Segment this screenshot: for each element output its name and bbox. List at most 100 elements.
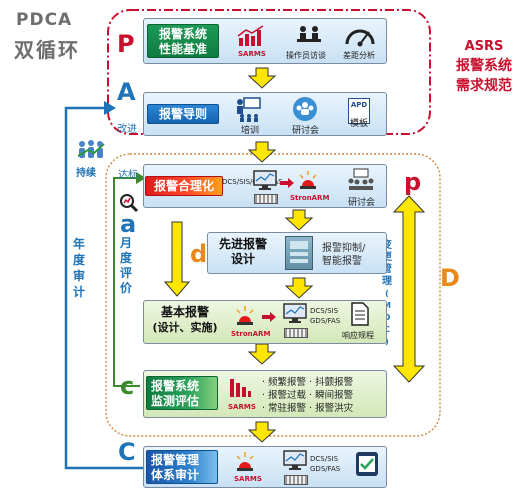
- basic-title-l2: (设计、实施): [152, 321, 218, 334]
- monitor-tool: SARMS: [228, 403, 256, 411]
- baseline-icon-label-2: 操作员访谈: [286, 51, 326, 60]
- asrs-line1: ASRS: [464, 39, 504, 54]
- box-basic: [143, 300, 387, 344]
- bar-chart-icon: [230, 379, 251, 397]
- letter-D: D: [440, 264, 460, 292]
- monthly-eval-char: 评: [119, 266, 132, 280]
- basic-title-l1: 基本报警: [160, 305, 209, 319]
- rationalize-tool: StronARM: [290, 194, 330, 202]
- basic-procedure: 响应规程: [342, 331, 374, 340]
- monitor-icon: [253, 170, 277, 190]
- meeting-icon: [348, 168, 374, 190]
- monitor-bullet: · 常驻报警 · 报警洪灾: [262, 403, 354, 414]
- rationalize-meeting-label: 研讨会: [348, 198, 376, 208]
- moc-char: 更: [382, 252, 392, 263]
- letter-c: c: [120, 372, 135, 400]
- magnifier-icon: [120, 194, 139, 213]
- advanced-right-l1: 报警抑制/: [322, 243, 366, 254]
- monitor-title: 报警系统 监测评估: [146, 376, 218, 410]
- baseline-icon-label-3: 差距分析: [343, 51, 375, 60]
- monitor-icon: [283, 450, 307, 470]
- template-icon: APD: [348, 98, 370, 124]
- rationalize-title: 报警合理化: [145, 176, 223, 196]
- letter-a: a: [120, 210, 137, 238]
- monitor-bullet: · 频繁报警 · 抖颤报警: [262, 377, 354, 388]
- guide-icon-label-2: 研讨会: [292, 126, 320, 136]
- label-sustain: 持续: [76, 168, 96, 179]
- arrow-down: [248, 141, 276, 163]
- audit-title-l1: 报警管理: [151, 453, 200, 467]
- monthly-eval-char: 度: [119, 251, 132, 265]
- arrow-down: [248, 343, 276, 365]
- guide-title: 报警导则: [147, 104, 219, 124]
- moc-char: O: [383, 313, 391, 322]
- alarm-light-icon: [236, 306, 254, 325]
- asrs-line2: 报警系统: [456, 58, 512, 74]
- training-icon: [237, 97, 261, 122]
- monthly-eval-char: 价: [119, 281, 132, 295]
- monitor-bullets: · 频繁报警 · 抖颤报警 · 报警过载 · 瞬间报警 · 常驻报警 · 报警洪…: [262, 376, 353, 415]
- arrow-down: [285, 277, 313, 299]
- baseline-title-l2: 性能基准: [158, 42, 207, 56]
- basic-title: 基本报警 (设计、实施): [145, 304, 225, 338]
- monitor-icon: [283, 303, 307, 323]
- rack-icon: [254, 194, 278, 204]
- moc-char: C: [384, 325, 390, 334]
- advanced-title: 先进报警 设计: [212, 237, 274, 269]
- monitor-title-l2: 监测评估: [151, 394, 200, 408]
- moc-char: (: [385, 289, 389, 298]
- annual-audit-char: 度: [72, 253, 85, 267]
- asrs-line3: 需求规范: [456, 78, 512, 94]
- rationalize-sys: DCS/SIS/GDS/FAS: [222, 178, 283, 187]
- label-improve: 改进: [117, 124, 137, 135]
- baseline-title: 报警系统 性能基准: [147, 24, 219, 58]
- rack-icon: [284, 328, 308, 338]
- audit-tool: SARMS: [234, 475, 262, 483]
- letter-p: p: [404, 168, 422, 196]
- monitor-bullet: · 报警过载 · 瞬间报警: [262, 390, 354, 401]
- basic-sys: DCS/SIS GDS/FAS: [310, 307, 341, 325]
- guide-icon-label-1: 培训: [241, 126, 260, 136]
- audit-sys: DCS/SIS GDS/FAS: [310, 455, 341, 473]
- label-target: 达标: [118, 170, 138, 181]
- letter-A: A: [117, 78, 136, 106]
- monthly-eval-label: 月 度 评 价: [119, 236, 133, 296]
- annual-audit-char: 计: [72, 285, 85, 299]
- letter-C: C: [118, 438, 136, 466]
- moc-char: 管: [382, 264, 392, 275]
- operator-icon: [297, 26, 321, 42]
- audit-title: 报警管理 体系审计: [146, 450, 218, 484]
- arrow-right-icon: [280, 178, 294, 188]
- title-pdca: PDCA: [16, 10, 73, 30]
- monitor-title-l1: 报警系统: [151, 379, 200, 393]
- arrow-down: [248, 421, 276, 443]
- alarm-light-icon: [236, 452, 254, 471]
- basic-tool: StronARM: [231, 330, 271, 338]
- rack-icon: [284, 475, 308, 485]
- arrow-right-icon: [262, 312, 276, 322]
- arrow-down: [285, 209, 313, 231]
- sustain-people-icon: [77, 140, 105, 158]
- advanced-right: 报警抑制/ 智能报警: [322, 242, 365, 268]
- checklist-icon: [356, 452, 378, 476]
- gauge-icon: [345, 29, 375, 47]
- guide-icon-label-3: 模板: [350, 119, 369, 129]
- baseline-title-l1: 报警系统: [158, 27, 207, 41]
- arrow-long-down: [163, 221, 191, 297]
- letter-P: P: [117, 30, 135, 58]
- arrow-double: [392, 195, 426, 383]
- moc-label: 变 更 管 理 ( M O C ): [380, 240, 394, 348]
- moc-char: ): [385, 337, 389, 346]
- seminar-icon: [293, 97, 317, 121]
- annual-audit-char: 年: [72, 237, 85, 251]
- control-panel-icon: [285, 236, 313, 270]
- arrow-down: [248, 67, 276, 89]
- template-badge: APD: [350, 101, 368, 109]
- alarm-light-icon: [299, 171, 317, 189]
- title-double-loop: 双循环: [14, 38, 80, 62]
- document-icon: [351, 302, 369, 326]
- moc-char: 变: [382, 240, 392, 251]
- moc-char: 理: [382, 276, 392, 287]
